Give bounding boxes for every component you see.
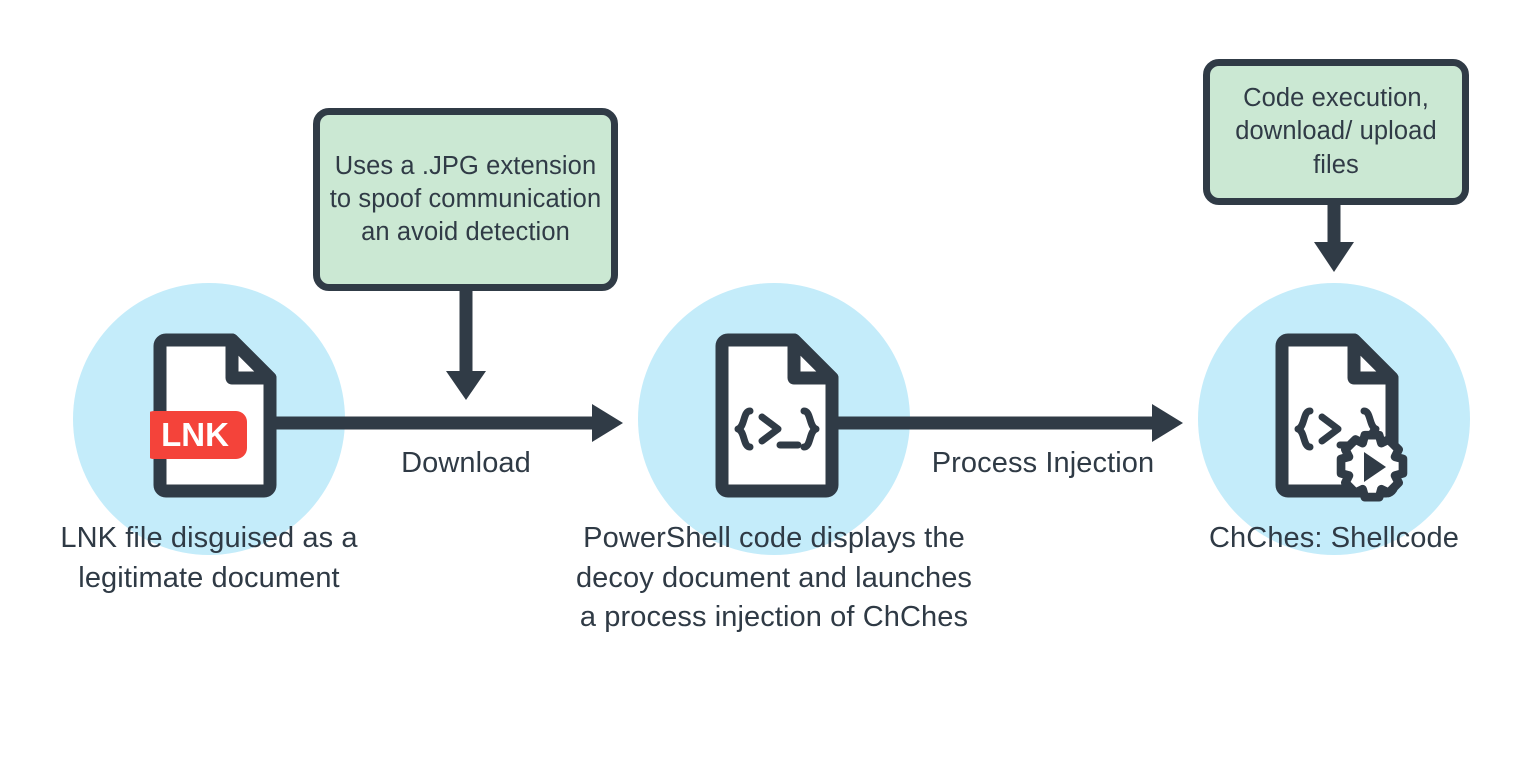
node-label-lnk: LNK file disguised as a legitimate docum…	[60, 522, 358, 594]
lnk-badge-label: LNK	[161, 416, 229, 453]
lnk-file-icon[interactable]: LNK	[143, 333, 280, 498]
shellcode-gear-file-icon[interactable]	[1272, 333, 1424, 515]
arrow-caption-download: Download	[401, 447, 531, 479]
callout-jpg-spoof-text: Uses a .JPG extension to spoof communica…	[329, 151, 602, 247]
capabilities-callout-stem	[1314, 205, 1354, 272]
node-label-powershell: PowerShell code displays the decoy docum…	[575, 522, 973, 634]
jpg-callout-stem	[446, 291, 486, 400]
callout-jpg-spoof[interactable]: Uses a .JPG extension to spoof communica…	[313, 108, 618, 291]
powershell-file-icon[interactable]	[712, 333, 842, 498]
node-label-shellcode: ChChes: Shellcode	[1209, 522, 1459, 554]
lnk-badge	[143, 411, 247, 459]
arrow-caption-injection: Process Injection	[931, 447, 1155, 479]
gear-play-icon	[1336, 430, 1408, 502]
shell-prompt-glyph	[734, 407, 820, 451]
callout-capabilities-text: Code execution, download/ upload files	[1235, 84, 1437, 179]
callout-capabilities[interactable]: Code execution, download/ upload files	[1203, 59, 1469, 205]
